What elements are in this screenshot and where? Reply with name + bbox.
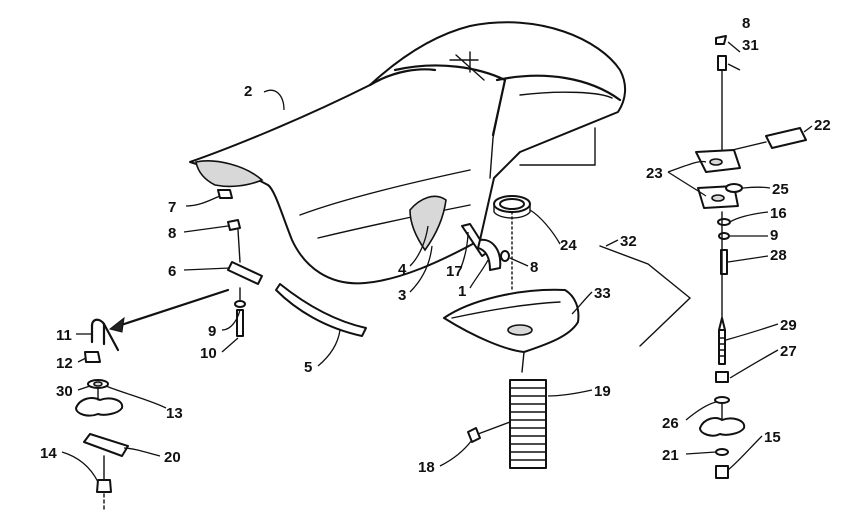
callout-21: 21 bbox=[662, 447, 679, 464]
callout-9: 9 bbox=[208, 323, 216, 340]
callout-22: 22 bbox=[814, 117, 831, 134]
callout-1: 1 bbox=[458, 283, 466, 300]
callout-12: 12 bbox=[56, 355, 73, 372]
callout-23: 23 bbox=[646, 165, 663, 182]
callout-9: 9 bbox=[770, 227, 778, 244]
callout-2: 2 bbox=[244, 83, 252, 100]
callout-24: 24 bbox=[560, 237, 577, 254]
callout-labels: 2 7 8 6 9 10 11 12 30 13 14 20 5 4 3 17 … bbox=[40, 15, 831, 476]
callout-27: 27 bbox=[780, 343, 797, 360]
callout-33: 33 bbox=[594, 285, 611, 302]
callout-3: 3 bbox=[398, 287, 406, 304]
leader-lines bbox=[61, 41, 813, 483]
callout-11: 11 bbox=[56, 327, 72, 344]
callout-5: 5 bbox=[304, 359, 312, 376]
callout-6: 6 bbox=[168, 263, 176, 280]
callout-8: 8 bbox=[168, 225, 176, 242]
left-hardware bbox=[75, 189, 263, 513]
callout-13: 13 bbox=[166, 405, 183, 422]
callout-14: 14 bbox=[40, 445, 57, 462]
callout-4: 4 bbox=[398, 261, 407, 278]
center-hardware bbox=[443, 195, 692, 469]
callout-8: 8 bbox=[742, 15, 750, 32]
callout-26: 26 bbox=[662, 415, 679, 432]
callout-31: 31 bbox=[742, 37, 759, 54]
callout-18: 18 bbox=[418, 459, 435, 476]
callout-15: 15 bbox=[764, 429, 781, 446]
callout-16: 16 bbox=[770, 205, 787, 222]
callout-28: 28 bbox=[770, 247, 787, 264]
callout-25: 25 bbox=[772, 181, 789, 198]
right-hardware bbox=[695, 35, 807, 479]
callout-19: 19 bbox=[594, 383, 611, 400]
callout-8: 8 bbox=[530, 259, 538, 276]
callout-29: 29 bbox=[780, 317, 797, 334]
trim-strip bbox=[275, 283, 367, 337]
callout-7: 7 bbox=[168, 199, 176, 216]
callout-20: 20 bbox=[164, 449, 181, 466]
callout-10: 10 bbox=[200, 345, 217, 362]
callout-30: 30 bbox=[56, 383, 73, 400]
callout-32: 32 bbox=[620, 233, 637, 250]
seat-assembly bbox=[189, 21, 626, 285]
callout-17: 17 bbox=[446, 263, 463, 280]
